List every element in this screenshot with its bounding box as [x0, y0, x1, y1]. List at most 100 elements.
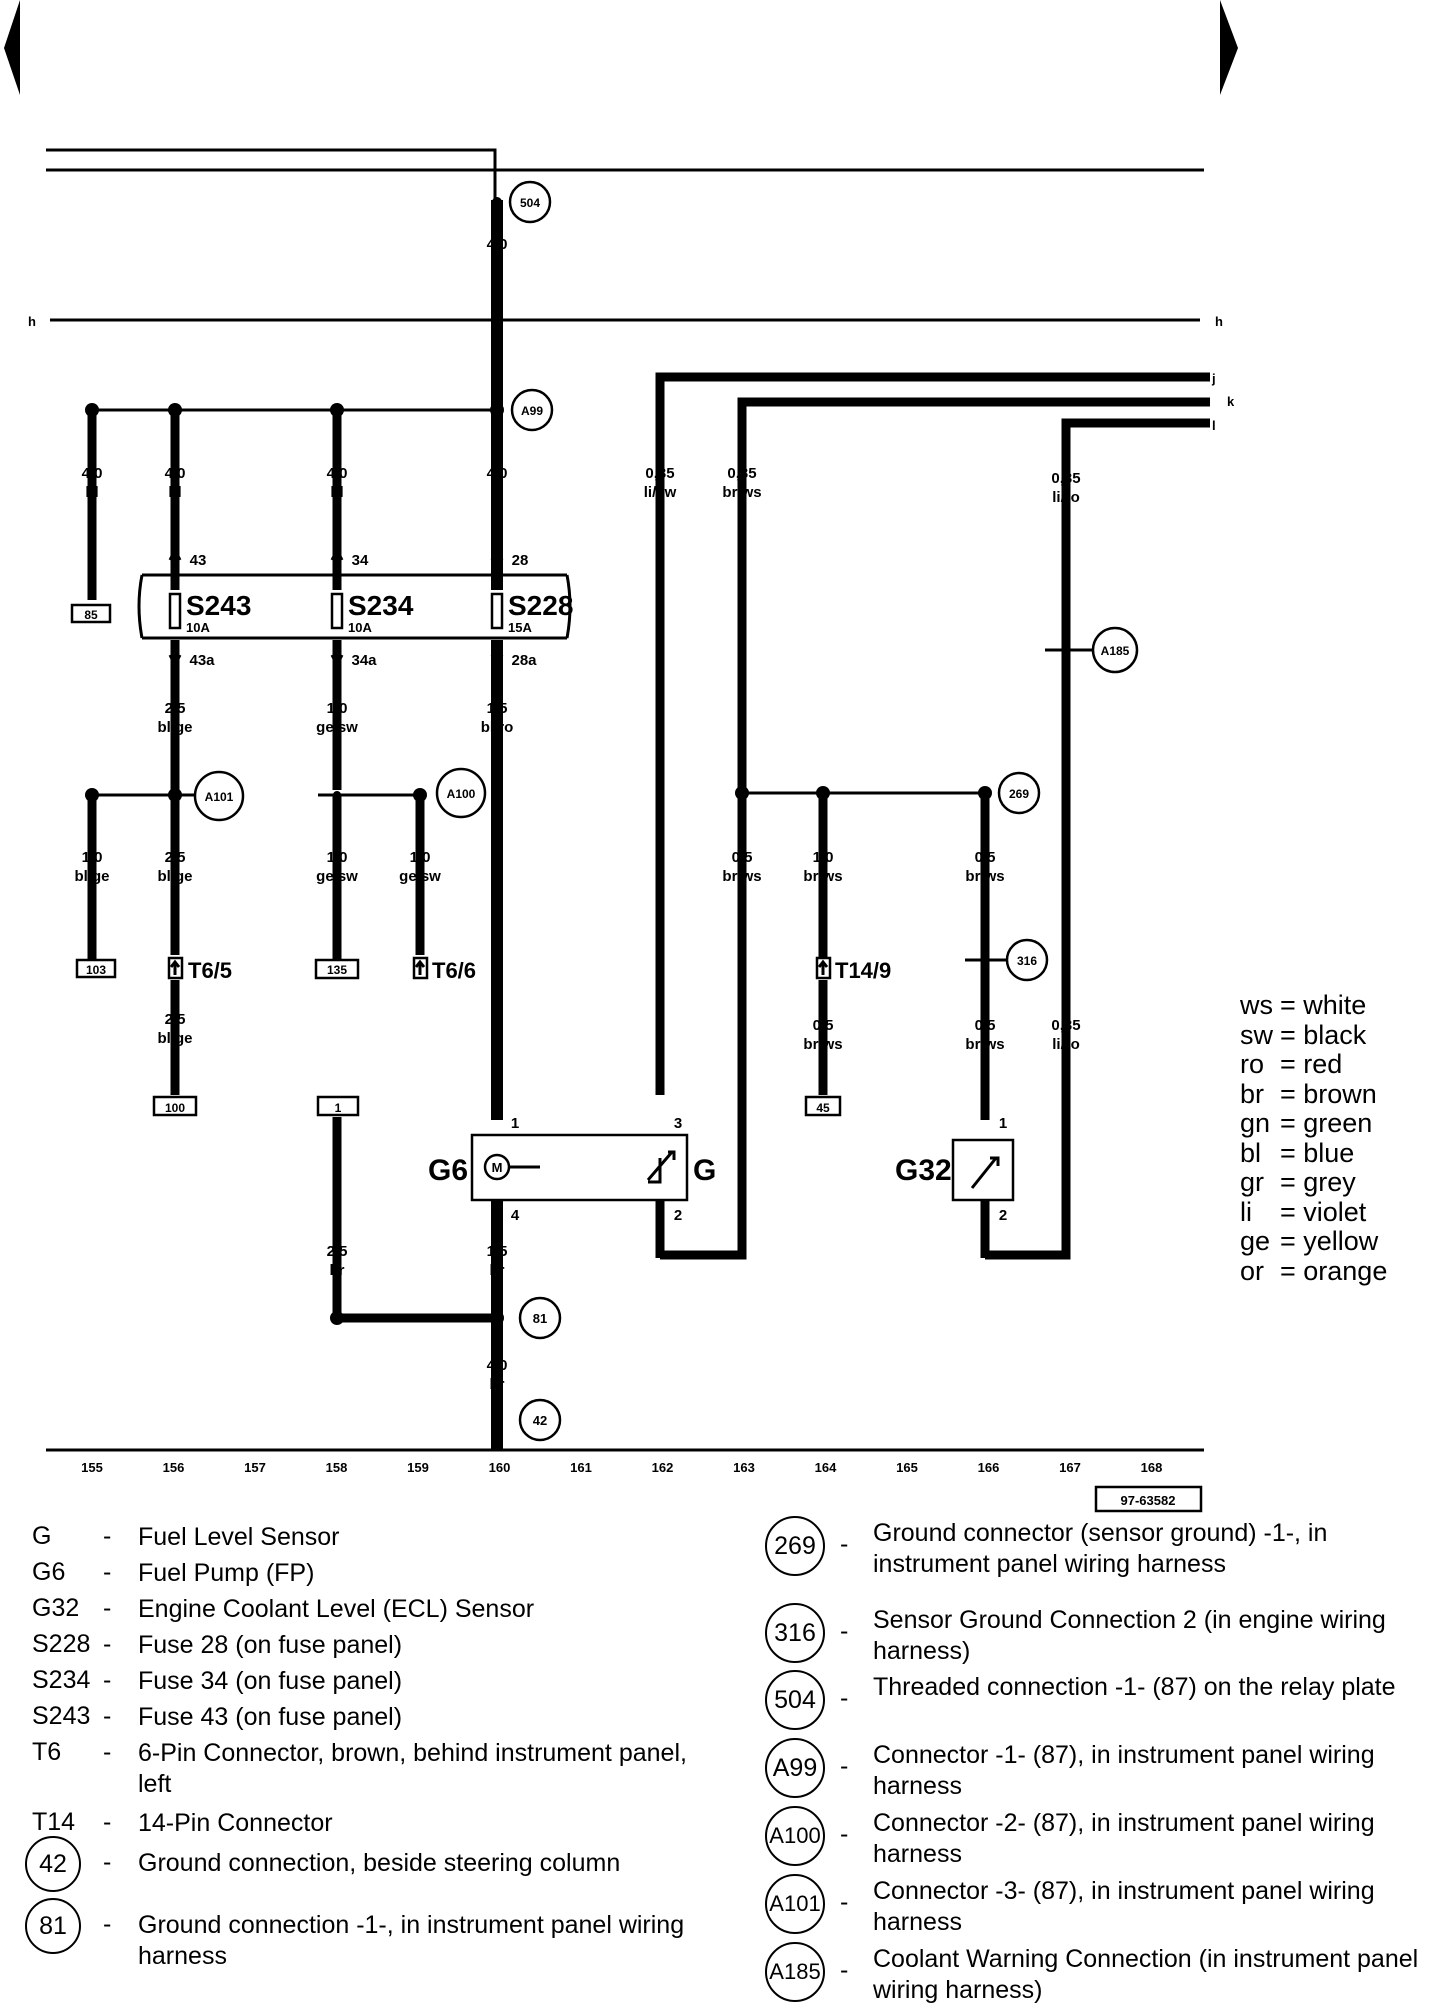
svg-text:bl/ge: bl/ge [157, 1030, 192, 1047]
legend-code-circle: A101 [765, 1874, 825, 1934]
color-code-row: sw= black [1240, 1019, 1367, 1050]
ref-box-103 [75, 958, 117, 979]
legend-dash: - [103, 1522, 112, 1550]
svg-text:0,35: 0,35 [1051, 470, 1080, 487]
svg-text:bl/ge: bl/ge [157, 868, 192, 885]
legend-dash: - [103, 1910, 112, 1938]
svg-text:T6/5: T6/5 [188, 958, 232, 983]
legend-dash: - [840, 1530, 849, 1558]
legend-description: Engine Coolant Level (ECL) Sensor [138, 1595, 535, 1623]
legend-dash: - [103, 1738, 112, 1766]
legend-dash: - [840, 1888, 849, 1916]
component-g32 [951, 1138, 1015, 1202]
svg-text:bl: bl [490, 484, 503, 501]
fuse-s228 [490, 592, 504, 630]
legend-dash: - [840, 1617, 849, 1645]
connector-a101-circle: A101 [193, 770, 245, 822]
legend-description: 6-Pin Connector, brown, behind instrumen… [138, 1739, 687, 1798]
color-code-row: gr= grey [1240, 1167, 1356, 1197]
wire-l [985, 418, 1210, 1260]
svg-text:G6: G6 [428, 1154, 468, 1187]
legend-description: Sensor Ground Connection 2 (in engine wi… [873, 1606, 1386, 1665]
color-code-row: li= violet [1240, 1196, 1367, 1227]
svg-text:3: 3 [674, 1115, 682, 1132]
connector-504-circle: 504 [508, 180, 552, 224]
svg-text:G: G [693, 1154, 716, 1187]
grid-number: 159 [407, 1460, 429, 1475]
svg-text:1: 1 [999, 1115, 1007, 1132]
legend-description: Fuse 28 (on fuse panel) [138, 1631, 403, 1659]
legend-code-circle: A185 [765, 1942, 825, 2002]
svg-text:S243: S243 [186, 590, 251, 621]
svg-text:T14/9: T14/9 [835, 958, 891, 983]
legend-dash: - [103, 1702, 112, 1730]
svg-text:br: br [490, 1376, 505, 1393]
svg-text:1,0: 1,0 [327, 849, 348, 866]
svg-text:T6/6: T6/6 [432, 958, 476, 983]
color-code-row: br= brown [1240, 1078, 1377, 1109]
legend-description: Fuse 34 (on fuse panel) [138, 1667, 403, 1695]
svg-text:bl/ge: bl/ge [157, 719, 192, 736]
ground-42-circle: 42 [518, 1398, 562, 1442]
svg-text:81: 81 [533, 1311, 547, 1326]
legend-description: Fuel Level Sensor [138, 1523, 340, 1551]
grid-number: 165 [896, 1460, 918, 1475]
legend-description: Connector -3- (87), in instrument panel … [873, 1877, 1375, 1936]
wire-j [655, 372, 1210, 1095]
svg-text:34a: 34a [351, 652, 377, 669]
svg-text:45: 45 [816, 1101, 830, 1115]
legend-code-circle: 316 [765, 1603, 825, 1663]
svg-text:1,5: 1,5 [487, 1243, 508, 1260]
svg-text:103: 103 [86, 963, 106, 977]
svg-text:4,0: 4,0 [165, 465, 186, 482]
legend-code: G [32, 1522, 52, 1550]
diagram-id-box [1094, 1485, 1203, 1513]
grid-number: 161 [570, 1460, 592, 1475]
grid-number: 157 [244, 1460, 266, 1475]
svg-text:0,5: 0,5 [813, 1017, 834, 1034]
junction-504 [492, 197, 502, 207]
grid-number: 156 [163, 1460, 185, 1475]
legend-code: T14 [32, 1808, 76, 1836]
svg-text:G32: G32 [895, 1154, 952, 1187]
svg-text:135: 135 [327, 963, 347, 977]
svg-text:br/ws: br/ws [965, 1036, 1004, 1053]
svg-text:4,0: 4,0 [327, 465, 348, 482]
legend-code-circle: 504 [765, 1670, 825, 1730]
legend-dash: - [103, 1666, 112, 1694]
fuel-level-sensor-icon [646, 1150, 676, 1184]
rail-h-right-label: h [1215, 314, 1223, 329]
ref-box-1 [316, 1095, 360, 1117]
svg-text:2: 2 [674, 1207, 682, 1224]
svg-text:1,0: 1,0 [327, 700, 348, 717]
top-rail-1 [46, 148, 497, 200]
legend-dash: - [840, 1820, 849, 1848]
legend-code-circle: 42 [25, 1836, 81, 1892]
svg-text:0,5: 0,5 [975, 849, 996, 866]
legend-code: G6 [32, 1558, 66, 1586]
svg-text:br/ws: br/ws [722, 484, 761, 501]
svg-text:10A: 10A [186, 620, 210, 635]
ref-box-45 [804, 1095, 842, 1117]
svg-text:269: 269 [1009, 787, 1029, 801]
previous-page-arrow-icon[interactable] [0, 0, 30, 100]
svg-text:bl: bl [330, 484, 343, 501]
grid-number: 163 [733, 1460, 755, 1475]
svg-text:28: 28 [512, 552, 529, 569]
grid-number: 162 [652, 1460, 674, 1475]
svg-text:bl: bl [85, 484, 98, 501]
svg-text:1,0: 1,0 [82, 849, 103, 866]
svg-text:k: k [1227, 394, 1235, 409]
svg-text:S228: S228 [508, 590, 573, 621]
legend-description: Ground connection -1-, in instrument pan… [138, 1911, 685, 1970]
legend-description: Threaded connection -1- (87) on the rela… [873, 1673, 1396, 1701]
svg-text:28a: 28a [511, 652, 537, 669]
svg-text:2: 2 [999, 1207, 1007, 1224]
legend-code: T6 [32, 1738, 62, 1766]
svg-text:ge/sw: ge/sw [316, 868, 358, 885]
svg-text:1,0: 1,0 [410, 849, 431, 866]
svg-text:1: 1 [511, 1115, 519, 1132]
svg-text:10A: 10A [348, 620, 372, 635]
next-page-arrow-icon[interactable] [1220, 0, 1250, 100]
